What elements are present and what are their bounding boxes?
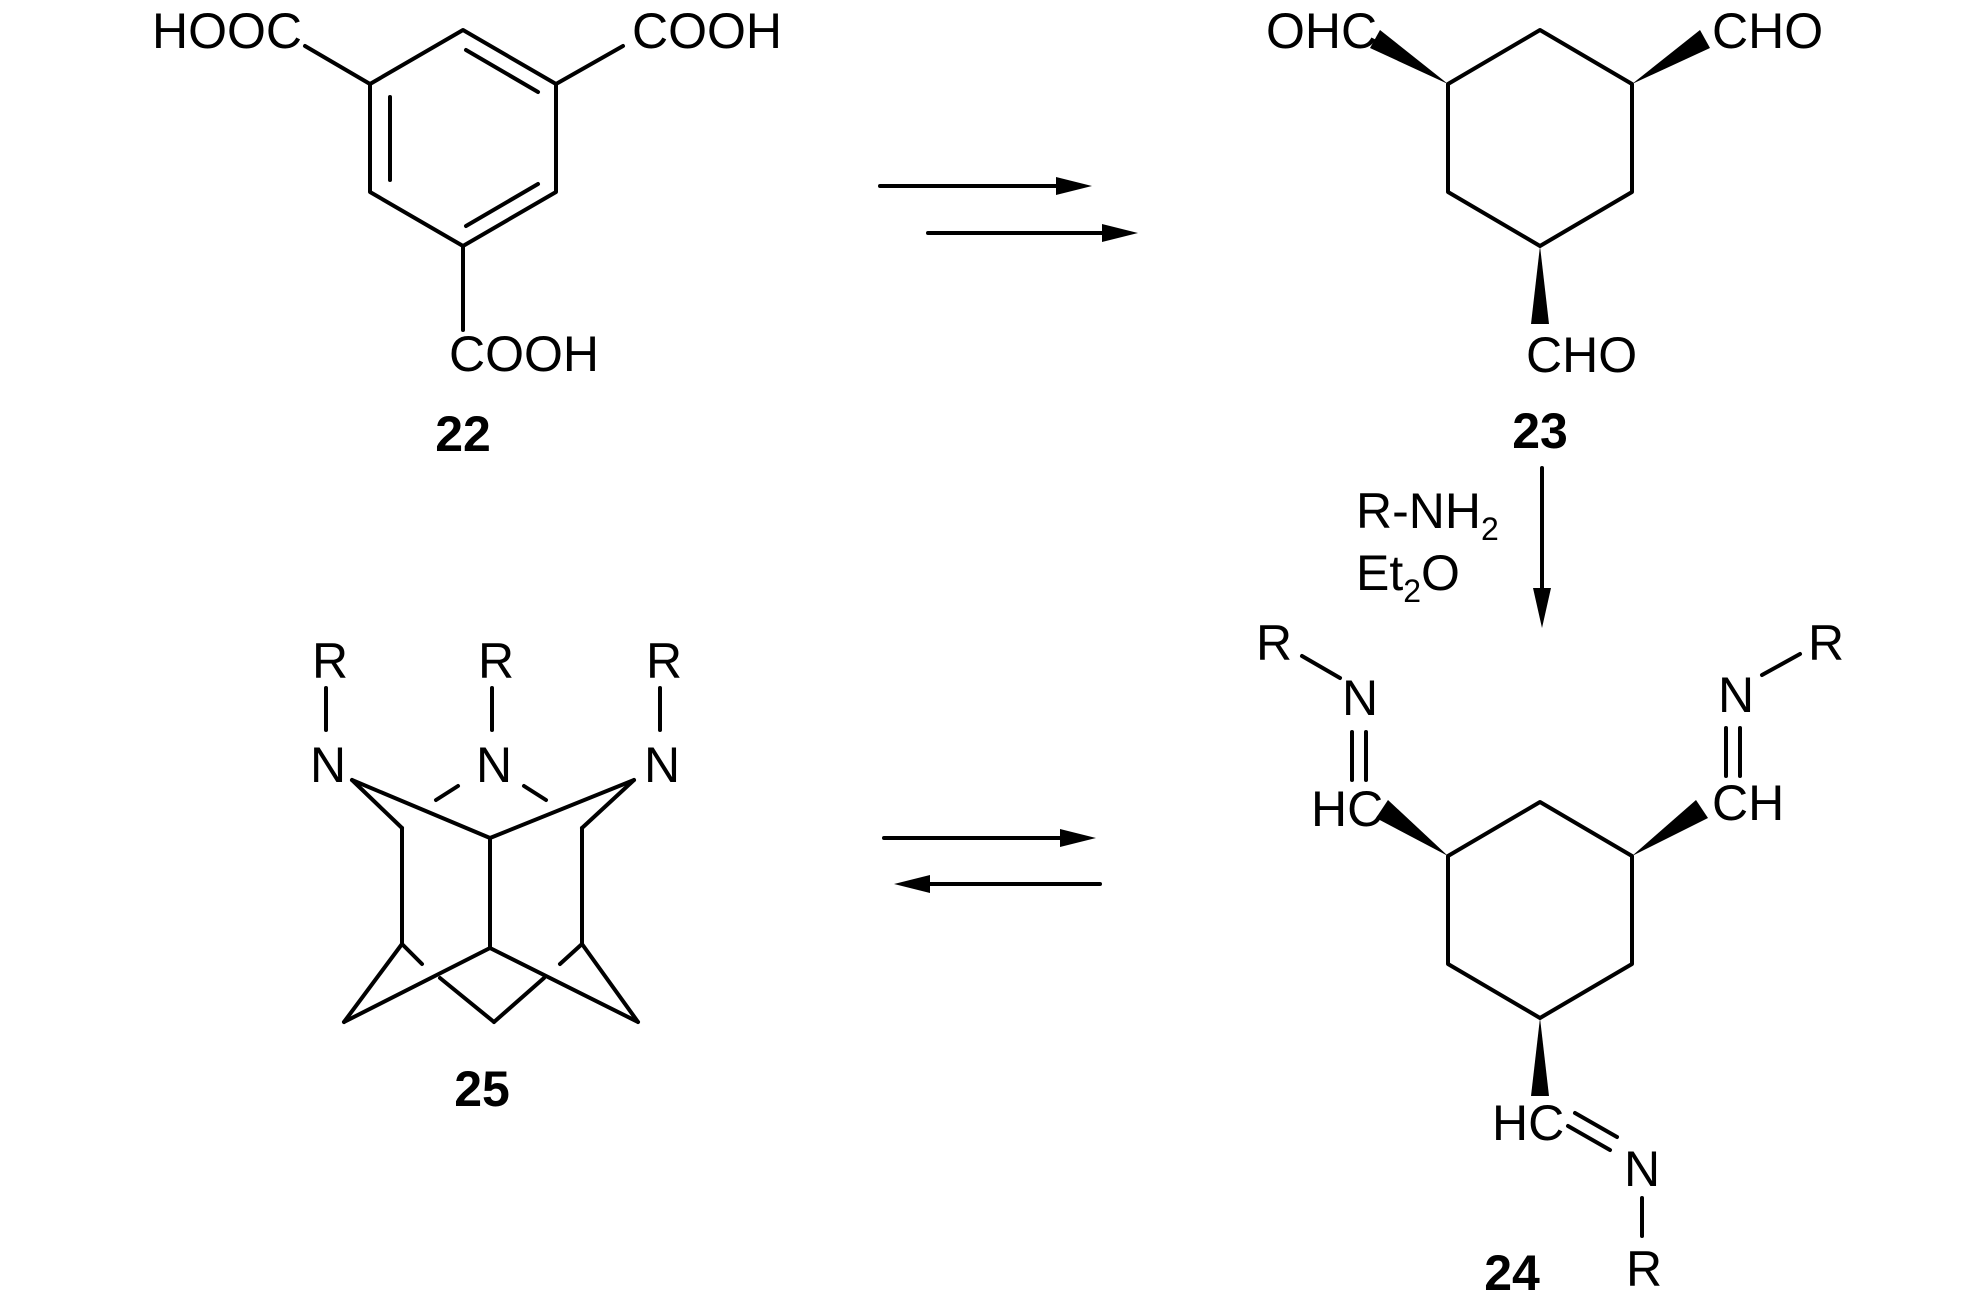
compound-number: 23 [1512,403,1568,459]
compound-22: HOOC COOH COOH 22 [152,3,782,462]
cho-label: CHO [1526,327,1637,383]
r-label: R [478,633,514,689]
r-label: R [646,633,682,689]
arrowhead [894,875,930,893]
cage-bond [438,976,496,1024]
solvent-label: Et2O [1356,545,1460,609]
n-label: N [1718,667,1754,723]
ch-label: CH [1712,775,1784,831]
arrowhead [1060,829,1096,847]
wedge-bond [1370,30,1448,84]
cage-bond [492,976,546,1024]
cage-bond [488,778,636,840]
cooh-label: COOH [632,3,782,59]
cage-bond [342,946,492,1024]
wedge-bond [1632,30,1710,84]
arrowhead [1056,177,1092,195]
cage-bond [400,942,424,966]
cage-bond [580,942,640,1024]
compound-23: OHC CHO CHO 23 [1266,3,1823,459]
substituent-bond [554,44,625,86]
r-label: R [1808,615,1844,671]
single-bond [1760,652,1802,677]
cho-label: CHO [1712,3,1823,59]
arrowhead [1533,588,1551,628]
wedge-bond [1531,1018,1549,1096]
cage-bond [342,942,404,1024]
n-label: N [1624,1141,1660,1197]
amine-reagent-label: R-NH2 [1356,483,1499,547]
compound-number: 22 [435,406,491,462]
cage-bond [434,784,460,802]
r-label: R [1256,615,1292,671]
substituent-bond [303,44,372,86]
compound-24: HC N R CH N R HC N R 24 [1256,615,1844,1299]
hc-label: HC [1311,781,1383,837]
aromatic-double-bond [464,182,540,228]
n-label: N [476,737,512,793]
r-label: R [312,633,348,689]
single-bond [1300,654,1342,680]
benzene-ring [368,28,558,248]
equilibrium-arrows [882,829,1102,893]
r-label: R [1626,1241,1662,1297]
hc-label: HC [1492,1095,1564,1151]
cooh-label: HOOC [152,3,302,59]
condensation-arrow: R-NH2 Et2O [1356,466,1551,628]
arrowhead [1102,224,1138,242]
cage-bond [350,778,404,830]
cooh-label: COOH [449,326,599,382]
cyclohexane-ring [1446,28,1634,248]
cage-bond [522,784,548,802]
cyclohexane-ring [1446,800,1634,1020]
double-bond [1573,1111,1619,1139]
n-label: N [1342,670,1378,726]
compound-number: 24 [1484,1245,1540,1299]
compound-number: 25 [454,1061,510,1117]
aromatic-double-bond [464,48,540,94]
cage-bond [350,778,492,840]
wedge-bond [1632,800,1708,856]
cho-label: OHC [1266,3,1377,59]
n-label: N [310,737,346,793]
wedge-bond [1376,800,1448,856]
compound-25: R R R N N N 25 [310,633,682,1117]
cage-bond [558,942,584,966]
multistep-arrow [878,177,1138,242]
double-bond [1566,1124,1612,1152]
wedge-bond [1531,246,1549,324]
cage-bond [580,778,636,830]
cage-bond [488,946,640,1024]
n-label: N [644,737,680,793]
